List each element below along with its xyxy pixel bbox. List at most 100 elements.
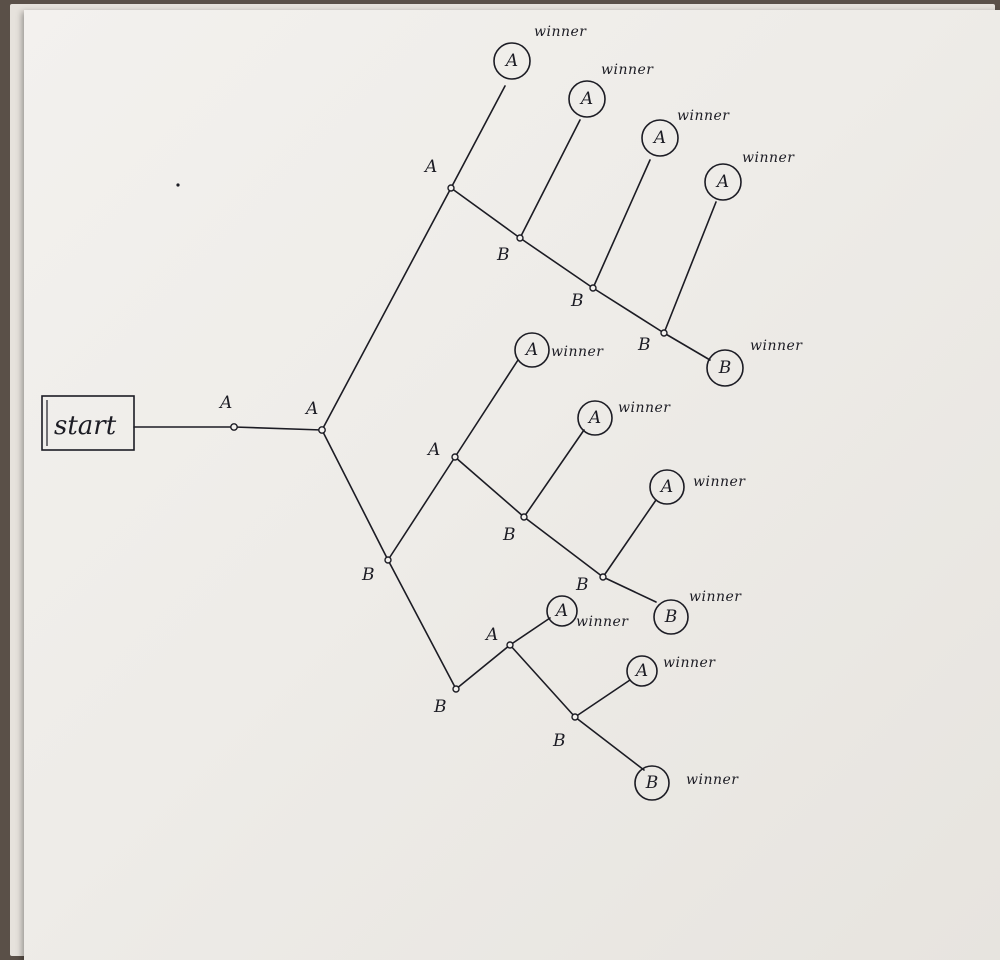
leaf-8-ring xyxy=(649,469,685,505)
leaf-7-ring xyxy=(577,400,613,436)
leaf-4-ring xyxy=(704,163,742,201)
leaf-nodes: A winner A winner A winner A winner B xyxy=(493,24,803,801)
edge-n5-leaf7 xyxy=(523,429,585,518)
node-n4 xyxy=(451,453,459,461)
leaf-12-letter: B xyxy=(645,773,659,793)
leaf-10-winner: winner xyxy=(576,614,629,630)
branch-label-n3: B xyxy=(637,335,651,355)
node-ab xyxy=(384,556,392,564)
start-box: start xyxy=(41,395,135,451)
leaf-7: A winner xyxy=(577,400,671,436)
leaf-6-winner: winner xyxy=(551,344,604,360)
edge-n4-leaf6 xyxy=(454,359,519,458)
leaf-1-ring xyxy=(493,42,531,80)
node-n6 xyxy=(599,573,607,581)
edge-n3-leaf4 xyxy=(663,201,717,334)
leaf-5-letter: B xyxy=(718,358,732,378)
edge-n8-leaf10 xyxy=(509,617,551,646)
edge-n1-n2 xyxy=(519,237,594,289)
leaf-11-letter: A xyxy=(634,661,648,681)
branch-labels: A A A B B B B A B B B A B xyxy=(218,157,651,751)
leaf-8-letter: A xyxy=(659,477,673,497)
edge-n9-leaf11 xyxy=(574,679,631,718)
edge-n7-n8 xyxy=(455,644,511,690)
start-label: start xyxy=(54,411,117,441)
leaf-6-ring xyxy=(514,332,550,368)
leaf-2-winner: winner xyxy=(601,62,654,78)
leaf-4-letter: A xyxy=(715,172,729,192)
node-n8 xyxy=(506,641,514,649)
edge-n5-n6 xyxy=(523,516,604,578)
edge-aa-n1 xyxy=(450,187,521,239)
leaf-2: A winner xyxy=(568,62,654,118)
leaf-2-letter: A xyxy=(579,89,593,109)
leaf-3-winner: winner xyxy=(677,108,730,124)
paper-sheet xyxy=(24,10,1000,960)
branch-label-n2: B xyxy=(570,291,584,311)
node-a2 xyxy=(318,426,326,434)
leaf-1-winner: winner xyxy=(534,24,587,40)
leaf-12-ring xyxy=(634,765,670,801)
branch-label-ab: B xyxy=(361,565,375,585)
branch-label-a2: A xyxy=(304,399,318,419)
leaf-11: A winner xyxy=(626,655,716,687)
node-n9 xyxy=(571,713,579,721)
leaf-3: A winner xyxy=(641,108,730,157)
node-n2 xyxy=(589,284,597,292)
leaf-8-winner: winner xyxy=(693,474,746,490)
branch-label-n8: A xyxy=(484,625,498,645)
branch-label-n4: A xyxy=(426,440,440,460)
branch-label-n5: B xyxy=(502,525,516,545)
branch-label-aa: A xyxy=(423,157,437,177)
edges xyxy=(133,85,717,771)
leaf-8: A winner xyxy=(649,469,746,505)
leaf-9-letter: B xyxy=(664,607,678,627)
node-a1 xyxy=(230,423,238,431)
node-n1 xyxy=(516,234,524,242)
branch-label-n1: B xyxy=(496,245,510,265)
edge-n8-n9 xyxy=(509,644,576,718)
leaf-9-winner: winner xyxy=(689,589,742,605)
node-n5 xyxy=(520,513,528,521)
leaf-6: A winner xyxy=(514,332,604,368)
edge-a2-ab xyxy=(321,429,389,561)
leaf-5: B winner xyxy=(706,338,803,387)
leaf-9: B winner xyxy=(653,589,742,635)
node-aa xyxy=(447,184,455,192)
start-box-outline xyxy=(41,395,135,451)
leaf-10-ring xyxy=(546,595,578,627)
leaf-9-ring xyxy=(653,599,689,635)
leaf-1: A winner xyxy=(493,24,587,80)
leaf-5-winner: winner xyxy=(750,338,803,354)
leaf-10: A winner xyxy=(546,595,629,630)
node-n7 xyxy=(452,685,460,693)
leaf-3-ring xyxy=(641,119,679,157)
branch-label-n9: B xyxy=(552,731,566,751)
edge-n2-n3 xyxy=(592,287,665,334)
edge-n9-leaf12 xyxy=(574,716,645,771)
leaf-1-letter: A xyxy=(504,51,518,71)
edge-ab-n7 xyxy=(387,559,457,690)
leaf-7-letter: A xyxy=(587,408,601,428)
edge-a1-a2 xyxy=(233,426,323,431)
leaf-5-ring xyxy=(706,349,744,387)
leaf-12-winner: winner xyxy=(686,772,739,788)
edge-aa-leaf1 xyxy=(450,85,506,189)
leaf-4: A winner xyxy=(704,150,795,201)
edge-n1-leaf2 xyxy=(519,119,581,239)
leaf-4-winner: winner xyxy=(742,150,795,166)
leaf-6-letter: A xyxy=(524,340,538,360)
ink-speck xyxy=(176,183,180,187)
leaf-12: B winner xyxy=(634,765,739,801)
edge-n6-leaf9 xyxy=(602,576,657,603)
leaf-3-letter: A xyxy=(652,128,666,148)
leaf-11-ring xyxy=(626,655,658,687)
edge-n2-leaf3 xyxy=(592,159,651,289)
leaf-10-letter: A xyxy=(554,601,568,621)
branch-label-n7: B xyxy=(433,697,447,717)
edge-n3-leaf5 xyxy=(663,332,711,361)
branch-label-a1: A xyxy=(218,393,232,413)
node-n3 xyxy=(660,329,668,337)
